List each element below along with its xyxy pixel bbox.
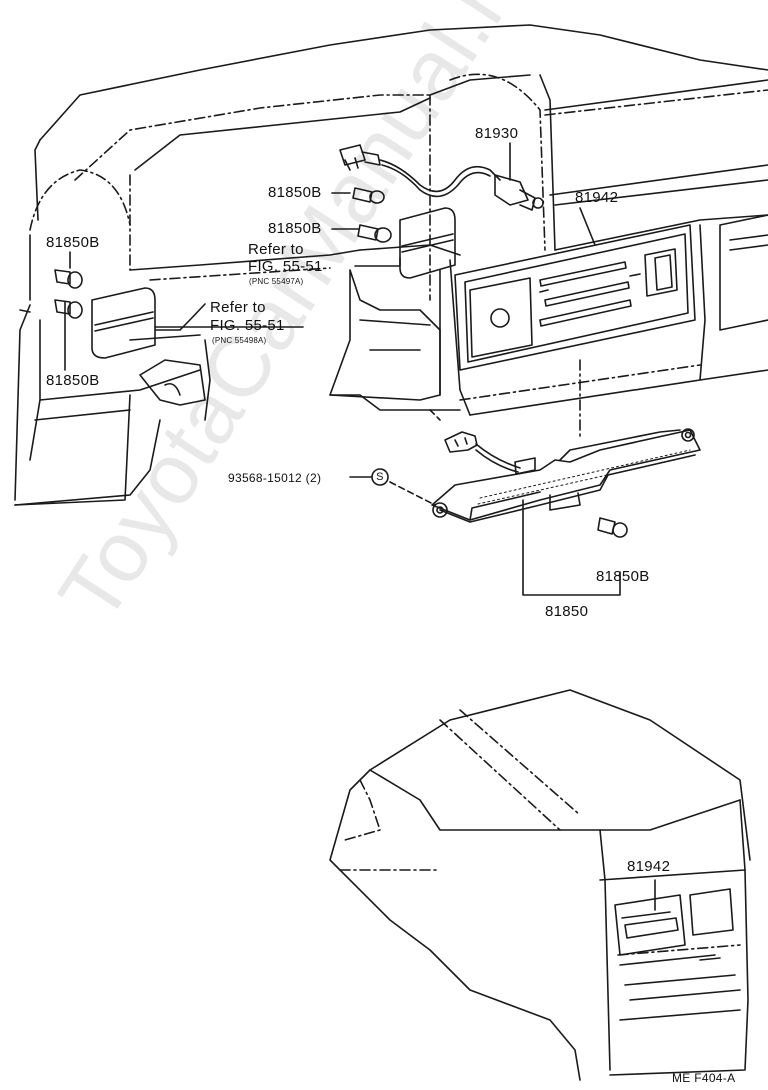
- dashboard-right-outline: [329, 73, 768, 416]
- label-81942-console: 81942: [627, 858, 671, 875]
- label-81850b-center-2: 81850B: [268, 220, 322, 237]
- center-console: [329, 689, 751, 1081]
- figure-code: ME F404-A: [672, 1071, 736, 1085]
- label-81942-dash: 81942: [575, 189, 619, 206]
- label-81850b-right: 81850B: [596, 568, 650, 585]
- label-81850b-left-lower: 81850B: [46, 372, 100, 389]
- switch-module-center: [399, 207, 456, 279]
- bulb-right: [597, 517, 628, 538]
- ref1-pnc: (PNC 55497A): [249, 277, 304, 286]
- label-81930: 81930: [475, 125, 519, 142]
- bulbs-center: [352, 187, 392, 243]
- dashboard-outline: [14, 24, 768, 506]
- label-screw-93568: 93568-15012 (2): [228, 471, 322, 485]
- switch-module-left: [91, 287, 156, 359]
- ref1-line1: Refer to: [248, 241, 304, 258]
- label-81850b-left-upper: 81850B: [46, 234, 100, 251]
- control-panel-81942: [454, 224, 696, 371]
- screw-symbol-circle: [371, 468, 389, 486]
- ref2-line2: FIG. 55-51: [210, 317, 285, 334]
- label-81850b-center-1: 81850B: [268, 184, 322, 201]
- socket-wire-81930: [339, 144, 544, 211]
- screw-symbol: S: [376, 471, 384, 483]
- ref2-pnc: (PNC 55498A): [212, 336, 267, 345]
- light-assembly-81850: [431, 428, 701, 523]
- bulbs-left: [54, 269, 83, 319]
- ref2-line1: Refer to: [210, 299, 266, 316]
- ref1-line2: FIG. 55-51: [248, 258, 323, 275]
- leader-lines: [64, 142, 656, 911]
- label-81850: 81850: [545, 603, 589, 620]
